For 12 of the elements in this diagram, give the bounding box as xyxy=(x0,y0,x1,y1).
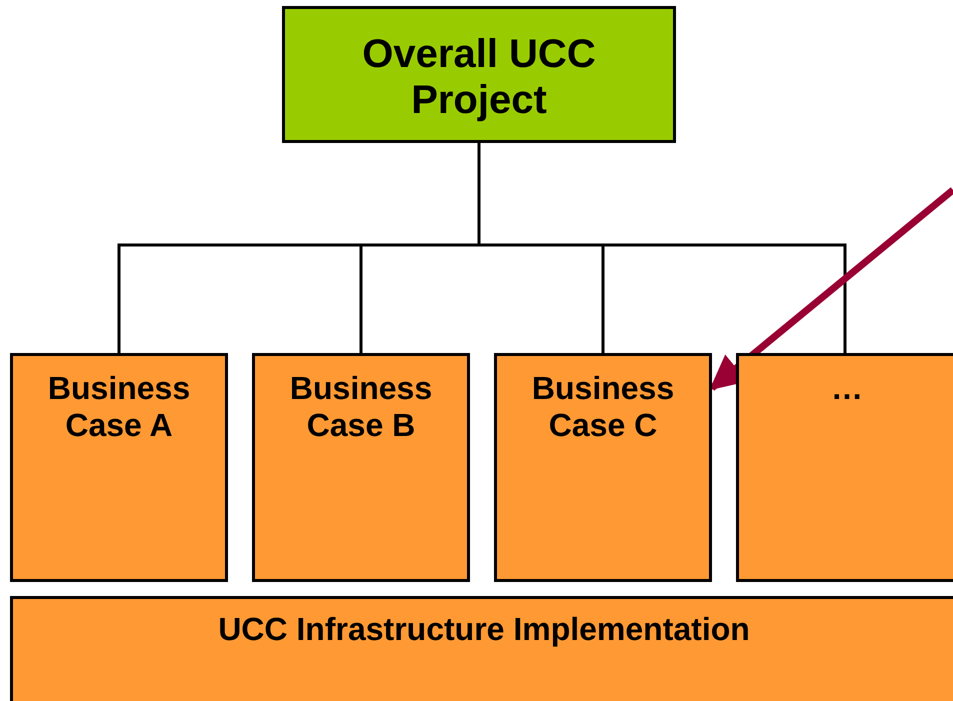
node-label: … xyxy=(831,370,863,407)
node-label: Overall UCC Project xyxy=(361,31,597,123)
business-case-box xyxy=(736,353,953,582)
project-box xyxy=(282,6,676,143)
node-label: Business Case B xyxy=(288,370,434,444)
business-case-box xyxy=(252,353,470,582)
business-case-box xyxy=(10,353,228,582)
node-label: Business Case C xyxy=(530,370,676,444)
infrastructure-band xyxy=(10,596,953,701)
node-label: UCC Infrastructure Implementation xyxy=(218,611,750,648)
business-case-box xyxy=(494,353,712,582)
node-label: Business Case A xyxy=(46,370,192,444)
